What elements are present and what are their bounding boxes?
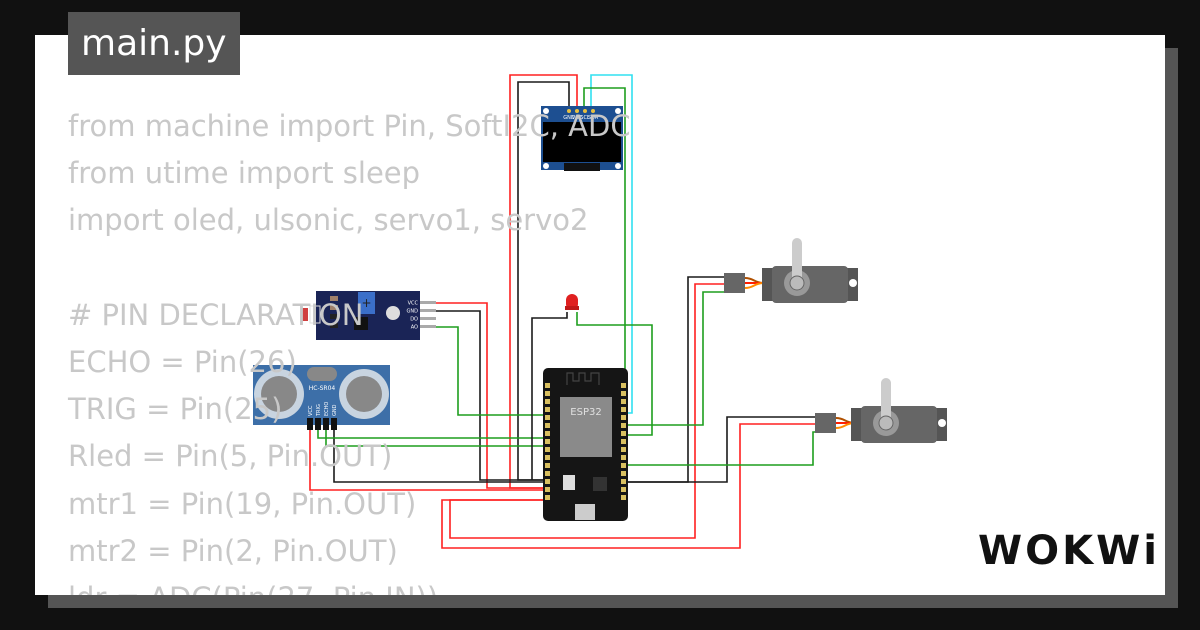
ultrasonic-sensor[interactable]: HC-SR04 VCC TRIG ECHO GND	[253, 365, 390, 430]
esp32-pin[interactable]	[545, 415, 550, 420]
esp32-pin[interactable]	[545, 495, 550, 500]
servo-motor-1[interactable]	[724, 238, 858, 303]
ultrasonic-pin[interactable]	[331, 418, 337, 430]
wire	[432, 310, 548, 481]
servo-mount-hole	[849, 279, 857, 287]
wire	[620, 291, 724, 426]
servo-connector[interactable]	[724, 273, 745, 293]
oled-pin-label-sda: SDA	[588, 115, 599, 121]
ldr-pin-label-vcc: VCC	[408, 301, 419, 307]
oled-pin-label-vcc: VCC	[572, 115, 583, 121]
esp32-pin[interactable]	[545, 447, 550, 452]
esp32-pin[interactable]	[545, 431, 550, 436]
red-led[interactable]	[565, 294, 579, 310]
oled-pin[interactable]	[567, 109, 571, 113]
esp32-pin[interactable]	[545, 391, 550, 396]
esp32-pin[interactable]	[545, 479, 550, 484]
wokwi-logo: WOKWi	[978, 528, 1160, 574]
servo-mount-hole	[938, 419, 946, 427]
esp32-pin[interactable]	[621, 479, 626, 484]
wire	[325, 430, 548, 447]
esp32-pin[interactable]	[545, 383, 550, 388]
esp32-pin[interactable]	[621, 391, 626, 396]
servo-body	[772, 266, 848, 303]
wire	[620, 431, 815, 466]
oled-pin-label-scl: SCL	[580, 115, 590, 121]
ultrasonic-pin-label-echo: ECHO	[324, 402, 330, 416]
wire	[576, 312, 653, 436]
wire	[432, 326, 548, 416]
servo-body	[861, 406, 937, 443]
servo-screw	[878, 415, 894, 431]
ultrasonic-pin-label-vcc: VCC	[308, 405, 314, 416]
wire	[531, 312, 568, 480]
wires	[309, 74, 815, 549]
esp32-pin[interactable]	[621, 399, 626, 404]
ultrasonic-pin[interactable]	[307, 418, 313, 430]
esp32-pin[interactable]	[621, 495, 626, 500]
esp32-pin[interactable]	[545, 455, 550, 460]
esp32-label: ESP32	[570, 407, 601, 418]
ldr-pin-label-ao: AO	[411, 325, 418, 331]
oled-pin[interactable]	[575, 109, 579, 113]
esp32-pin[interactable]	[545, 407, 550, 412]
esp32-pin[interactable]	[545, 463, 550, 468]
esp32-pin[interactable]	[621, 423, 626, 428]
esp32-pin[interactable]	[621, 383, 626, 388]
ultrasonic-pin[interactable]	[315, 418, 321, 430]
servo-horn[interactable]	[792, 238, 802, 286]
esp32-pin[interactable]	[621, 407, 626, 412]
svg-text:+: +	[361, 296, 371, 310]
servo-motor-2[interactable]	[815, 378, 947, 443]
file-tab: main.py	[68, 12, 240, 75]
ldr-pin-label-do: DO	[410, 317, 418, 323]
oled-pin-label-gnd: GND	[563, 115, 575, 121]
ldr-pin-label-gnd: GND	[407, 309, 419, 315]
wire	[620, 416, 815, 483]
esp32-pin[interactable]	[621, 431, 626, 436]
esp32-pin[interactable]	[621, 487, 626, 492]
esp32-pin[interactable]	[621, 455, 626, 460]
ldr-module[interactable]: + VCC GND DO AO	[301, 291, 436, 340]
wire	[620, 276, 724, 483]
esp32-board[interactable]: ESP32	[543, 368, 628, 521]
esp32-pin[interactable]	[545, 471, 550, 476]
esp32-pin[interactable]	[621, 415, 626, 420]
esp32-pin[interactable]	[545, 439, 550, 444]
servo-wire	[744, 282, 765, 289]
wire	[432, 302, 548, 489]
ultrasonic-label: HC-SR04	[309, 385, 336, 392]
servo-horn[interactable]	[881, 378, 891, 426]
wire	[441, 423, 815, 549]
esp32-pin[interactable]	[545, 487, 550, 492]
wire	[309, 430, 548, 491]
oled-pin[interactable]	[583, 109, 587, 113]
wire	[317, 430, 548, 439]
esp32-pin[interactable]	[545, 399, 550, 404]
ultrasonic-pin-label-trig: TRIG	[316, 404, 322, 417]
servo-connector[interactable]	[815, 413, 836, 433]
esp32-pin[interactable]	[545, 423, 550, 428]
oled-pin[interactable]	[591, 109, 595, 113]
oled-display[interactable]: GND VCC SCL SDA	[541, 106, 623, 171]
wire	[333, 430, 548, 483]
esp32-pin[interactable]	[621, 463, 626, 468]
ultrasonic-pin-label-gnd: GND	[332, 404, 338, 416]
ultrasonic-pin[interactable]	[323, 418, 329, 430]
esp32-pin[interactable]	[621, 447, 626, 452]
esp32-pin[interactable]	[621, 439, 626, 444]
photoresistor	[301, 308, 308, 321]
esp32-pin[interactable]	[621, 471, 626, 476]
servo-screw	[789, 275, 805, 291]
